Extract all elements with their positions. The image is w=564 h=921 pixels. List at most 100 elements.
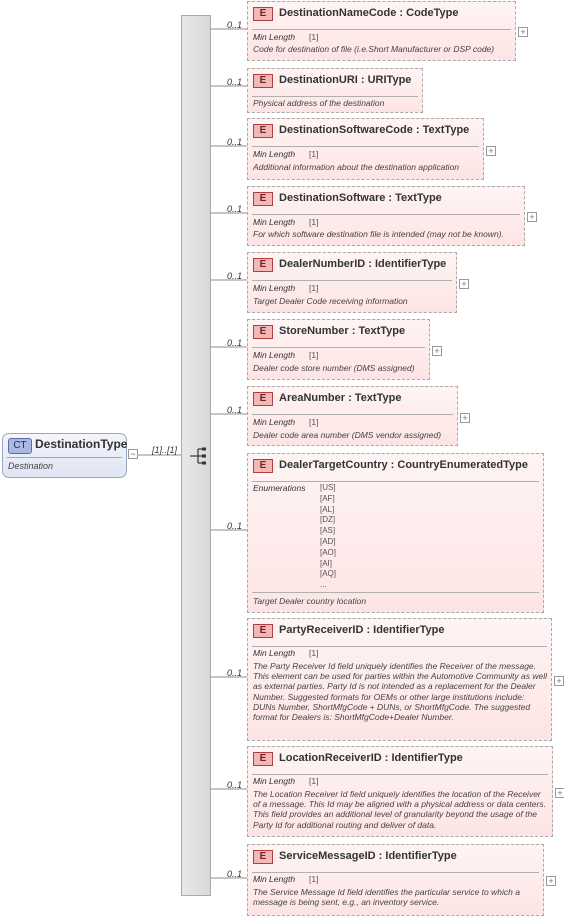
element-divider [252, 347, 425, 348]
element-description: Additional information about the destina… [253, 162, 460, 172]
occurrence-label: 0..1 [227, 521, 243, 531]
element-name: ServiceMessageID : IdentifierType [279, 850, 457, 862]
element-divider [252, 214, 520, 215]
enumeration-value: [AS] [320, 526, 336, 536]
element-badge-icon: E [253, 124, 273, 138]
occurrence-label: 0..1 [227, 271, 243, 281]
facet-value: [1] [309, 874, 319, 884]
expand-plus-icon[interactable]: + [527, 212, 537, 222]
element-divider [252, 96, 418, 97]
element-description: Dealer code store number (DMS assigned) [253, 363, 415, 373]
element-description: Dealer code area number (DMS vendor assi… [253, 430, 442, 440]
facet-label: Min Length [253, 32, 296, 42]
expand-plus-icon[interactable]: + [546, 876, 556, 886]
element-badge-icon: E [253, 7, 273, 21]
occurrence-label: 0..1 [227, 668, 243, 678]
occurrence-label: 0..1 [227, 405, 243, 415]
occurrence-label: 0..1 [227, 77, 243, 87]
element-name: DestinationNameCode : CodeType [279, 7, 459, 19]
facet-value: [1] [309, 417, 319, 427]
element-description: Target Dealer Code receiving information [253, 296, 408, 306]
element-divider [252, 146, 479, 147]
element-description: The Service Message Id field identifies … [253, 887, 520, 908]
element-description: Code for destination of file (i.e.Short … [253, 44, 495, 54]
element-divider [252, 29, 511, 30]
element-badge-icon: E [253, 74, 273, 88]
enumeration-value: ... [320, 580, 327, 590]
facet-label: Min Length [253, 217, 296, 227]
element-badge-icon: E [253, 258, 273, 272]
occurrence-label: 0..1 [227, 869, 243, 879]
occurrence-label: 0..1 [227, 780, 243, 790]
expand-plus-icon[interactable]: + [432, 346, 442, 356]
element-description: For which software destination file is i… [253, 229, 504, 239]
element-divider [252, 414, 453, 415]
element-divider [252, 646, 547, 647]
occurrence-label: 0..1 [227, 204, 243, 214]
element-divider [252, 872, 539, 873]
enumeration-value: [AF] [320, 493, 335, 503]
element-divider [252, 774, 548, 775]
facet-value: [1] [309, 149, 319, 159]
facet-label: Min Length [253, 776, 296, 786]
element-description: Physical address of the destination [253, 98, 385, 108]
facet-label: Min Length [253, 149, 296, 159]
enumeration-value: [AD] [320, 536, 336, 546]
expand-plus-icon[interactable]: + [486, 146, 496, 156]
complex-type-divider [7, 457, 122, 458]
enumeration-list: [US][AF][AL][DZ][AS][AD][AO][AI][AQ]... [320, 483, 336, 591]
expand-plus-icon[interactable]: + [554, 676, 564, 686]
element-description: Target Dealer country location [253, 596, 367, 606]
enumeration-value: [DZ] [320, 515, 336, 525]
expand-plus-icon[interactable]: + [460, 413, 470, 423]
facet-label: Min Length [253, 417, 296, 427]
complex-type-box[interactable]: CT DestinationType Destination [2, 433, 127, 478]
expand-plus-icon[interactable]: + [459, 279, 469, 289]
facet-label: Min Length [253, 283, 296, 293]
occurrence-label: 0..1 [227, 338, 243, 348]
enumeration-value: [AL] [320, 504, 335, 514]
element-name: AreaNumber : TextType [279, 392, 402, 404]
element-name: LocationReceiverID : IdentifierType [279, 752, 463, 764]
facet-value: [1] [309, 350, 319, 360]
facet-label: Min Length [253, 350, 296, 360]
expand-plus-icon[interactable]: + [555, 788, 564, 798]
element-badge-icon: E [253, 752, 273, 766]
facet-label: Min Length [253, 874, 296, 884]
element-badge-icon: E [253, 624, 273, 638]
element-badge-icon: E [253, 459, 273, 473]
element-badge-icon: E [253, 325, 273, 339]
facet-value: [1] [309, 283, 319, 293]
element-name: DestinationSoftwareCode : TextType [279, 124, 470, 136]
complex-type-name: DestinationType [35, 437, 128, 451]
element-name: DestinationSoftware : TextType [279, 192, 442, 204]
complex-type-description: Destination [8, 461, 54, 471]
element-divider [252, 280, 452, 281]
element-badge-icon: E [253, 192, 273, 206]
enumeration-value: [US] [320, 483, 336, 492]
element-name: DealerTargetCountry : CountryEnumeratedT… [279, 459, 528, 471]
element-divider [252, 481, 539, 482]
complex-type-badge: CT [8, 438, 32, 454]
element-description: The Party Receiver Id field uniquely ide… [253, 661, 548, 723]
collapse-toggle-icon[interactable]: − [128, 449, 138, 459]
sequence-icon [190, 447, 206, 465]
expand-plus-icon[interactable]: + [518, 27, 528, 37]
facet-label: Enumerations [253, 483, 306, 493]
element-box[interactable]: E DealerTargetCountry : CountryEnumerated… [247, 453, 544, 613]
facet-label: Min Length [253, 648, 296, 658]
facet-value: [1] [309, 217, 319, 227]
element-badge-icon: E [253, 392, 273, 406]
enumeration-value: [AQ] [320, 569, 337, 579]
